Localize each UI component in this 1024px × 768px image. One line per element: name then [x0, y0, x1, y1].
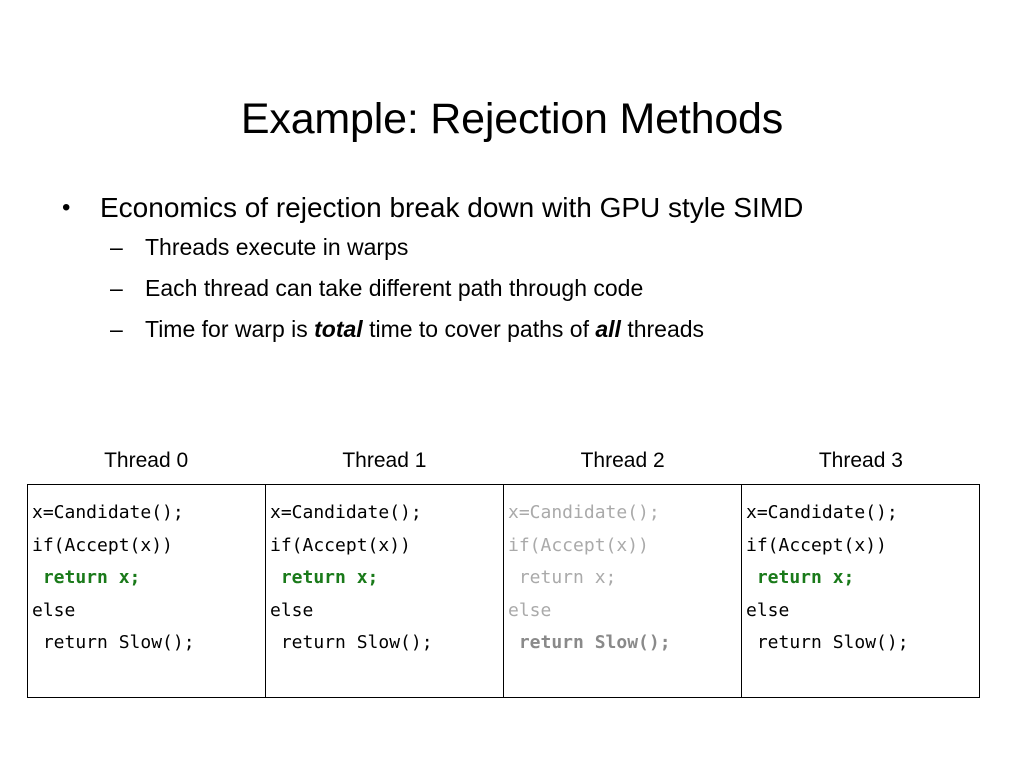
- bullet-list: • Economics of rejection break down with…: [0, 188, 1024, 350]
- bullet-marker-icon: •: [62, 194, 71, 221]
- code-line: x=Candidate();: [508, 502, 660, 523]
- code-line: return x;: [32, 567, 141, 588]
- code-line: return x;: [746, 567, 855, 588]
- bullet-level2-item: – Threads execute in warps: [0, 227, 1024, 268]
- thread-column-headers: Thread 0 Thread 1 Thread 2 Thread 3: [27, 448, 980, 474]
- code-line: if(Accept(x)): [270, 534, 411, 556]
- plain-text: Time for warp is: [145, 316, 315, 342]
- emphasis-text: all: [595, 316, 621, 342]
- thread-header-1: Thread 1: [342, 449, 427, 472]
- thread-code-table: x=Candidate(); if(Accept(x)) return x; els…: [27, 484, 980, 698]
- bullet-level2-text: Each thread can take different path thro…: [145, 275, 643, 301]
- bullet-level1-text: Economics of rejection break down with G…: [100, 192, 804, 223]
- code-line: else: [270, 599, 314, 621]
- plain-text: time to cover paths of: [362, 316, 596, 342]
- bullet-level2-item: – Time for warp is total time to cover p…: [0, 309, 1024, 350]
- code-line: return Slow();: [32, 632, 195, 653]
- code-line: if(Accept(x)): [32, 534, 173, 556]
- dash-marker-icon: –: [110, 275, 123, 301]
- code-line: else: [508, 599, 552, 621]
- code-line: if(Accept(x)): [746, 534, 887, 556]
- code-line: return Slow();: [270, 632, 433, 653]
- emphasis-text: total: [314, 316, 363, 342]
- code-line: return x;: [508, 567, 617, 588]
- dash-marker-icon: –: [110, 234, 123, 260]
- code-line: return x;: [270, 567, 379, 588]
- thread-header-3: Thread 3: [818, 449, 903, 472]
- code-line: x=Candidate();: [270, 502, 422, 523]
- thread-code-cell-3: x=Candidate(); if(Accept(x)) return x; els…: [742, 485, 979, 697]
- thread-code-cell-2: x=Candidate(); if(Accept(x)) return x; els…: [504, 485, 742, 697]
- dash-marker-icon: –: [110, 316, 123, 342]
- thread-header-2: Thread 2: [580, 449, 665, 472]
- code-line: if(Accept(x)): [508, 534, 649, 556]
- plain-text: threads: [620, 316, 705, 342]
- thread-header-0: Thread 0: [104, 449, 189, 472]
- code-line: x=Candidate();: [746, 502, 898, 523]
- code-line: else: [746, 599, 790, 621]
- bullet-level2-text: Time for warp is total time to cover pat…: [145, 316, 704, 342]
- thread-code-cell-0: x=Candidate(); if(Accept(x)) return x; els…: [28, 485, 266, 697]
- code-line: x=Candidate();: [32, 502, 184, 523]
- plain-text: Each thread can take different path thro…: [145, 275, 644, 301]
- code-line: return Slow();: [508, 632, 671, 653]
- code-line: else: [32, 599, 76, 621]
- bullet-level2-text: Threads execute in warps: [145, 234, 408, 260]
- code-line: return Slow();: [746, 632, 909, 653]
- bullet-level1: • Economics of rejection break down with…: [0, 188, 1024, 227]
- bullet-level2-item: – Each thread can take different path th…: [0, 268, 1024, 309]
- plain-text: Threads execute in warps: [145, 234, 409, 260]
- page-title: Example: Rejection Methods: [240, 94, 784, 143]
- thread-code-cell-1: x=Candidate(); if(Accept(x)) return x; els…: [266, 485, 504, 697]
